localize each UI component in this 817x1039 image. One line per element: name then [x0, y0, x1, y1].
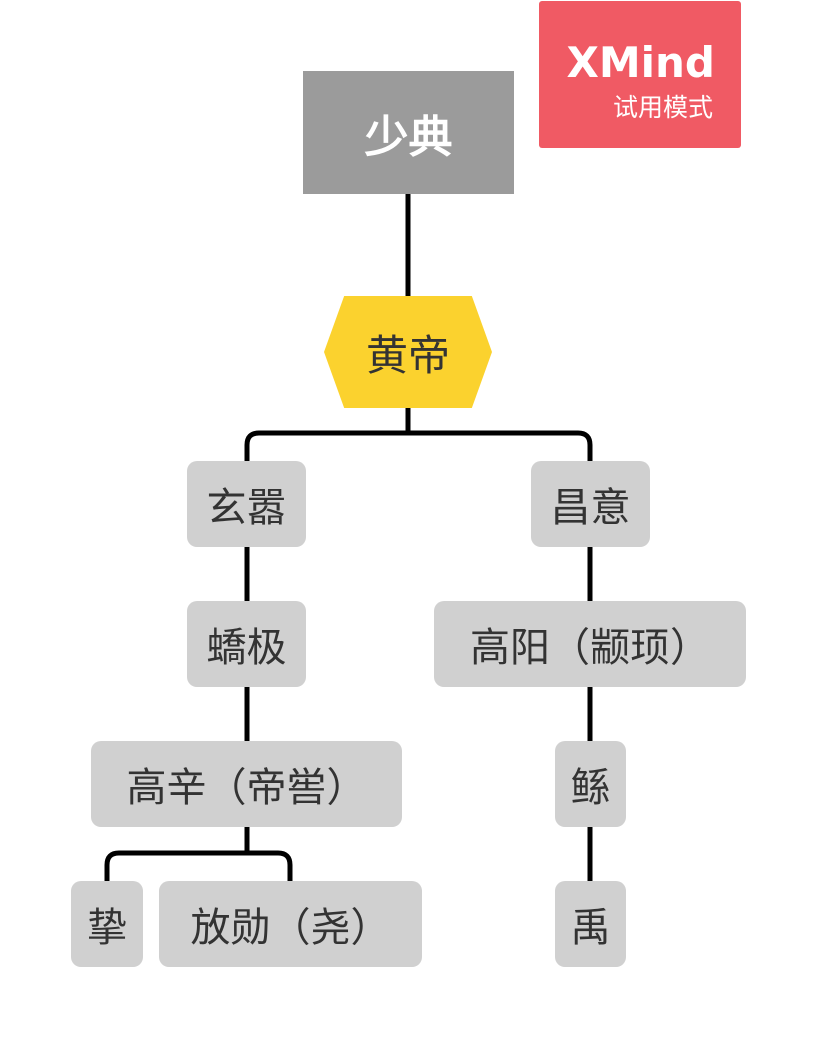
topic-qiaoji[interactable]: 蟜极: [187, 601, 306, 687]
watermark-brand: XMind: [566, 38, 715, 87]
root-topic-shaodian[interactable]: 少典: [303, 71, 514, 194]
topic-xuanxiao[interactable]: 玄嚣: [187, 461, 306, 547]
topic-gun[interactable]: 鲧: [555, 741, 626, 827]
topic-label: 挚: [87, 905, 127, 951]
topic-label: 蟜极: [206, 625, 287, 671]
topic-label: 昌意: [550, 485, 631, 531]
connector-left-sons: [104, 827, 293, 881]
watermark-subtitle: 试用模式: [612, 93, 713, 122]
root-topic-label: 少典: [364, 111, 453, 163]
topic-label: 高阳（颛顼）: [470, 625, 710, 671]
topic-label: 鲧: [570, 765, 611, 811]
topic-yu[interactable]: 禹: [555, 881, 626, 967]
main-topic-huangdi[interactable]: 黄帝: [324, 296, 492, 408]
topic-label: 放勋（尧）: [190, 905, 391, 951]
topic-label: 高辛（帝喾）: [126, 765, 367, 811]
topic-changyi[interactable]: 昌意: [531, 461, 650, 547]
topic-label: 禹: [570, 905, 611, 951]
topic-gaoxin-diku[interactable]: 高辛（帝喾）: [91, 741, 402, 827]
topic-label: 玄嚣: [206, 485, 287, 531]
topic-gaoyang-zhuanxu[interactable]: 高阳（颛顼）: [434, 601, 746, 687]
connector-main-branches: [244, 408, 593, 461]
xmind-trial-watermark: XMind 试用模式: [539, 1, 741, 148]
topic-fangxun-yao[interactable]: 放勋（尧）: [159, 881, 422, 967]
main-topic-label: 黄帝: [365, 330, 450, 380]
topic-zhi[interactable]: 挚: [71, 881, 143, 967]
